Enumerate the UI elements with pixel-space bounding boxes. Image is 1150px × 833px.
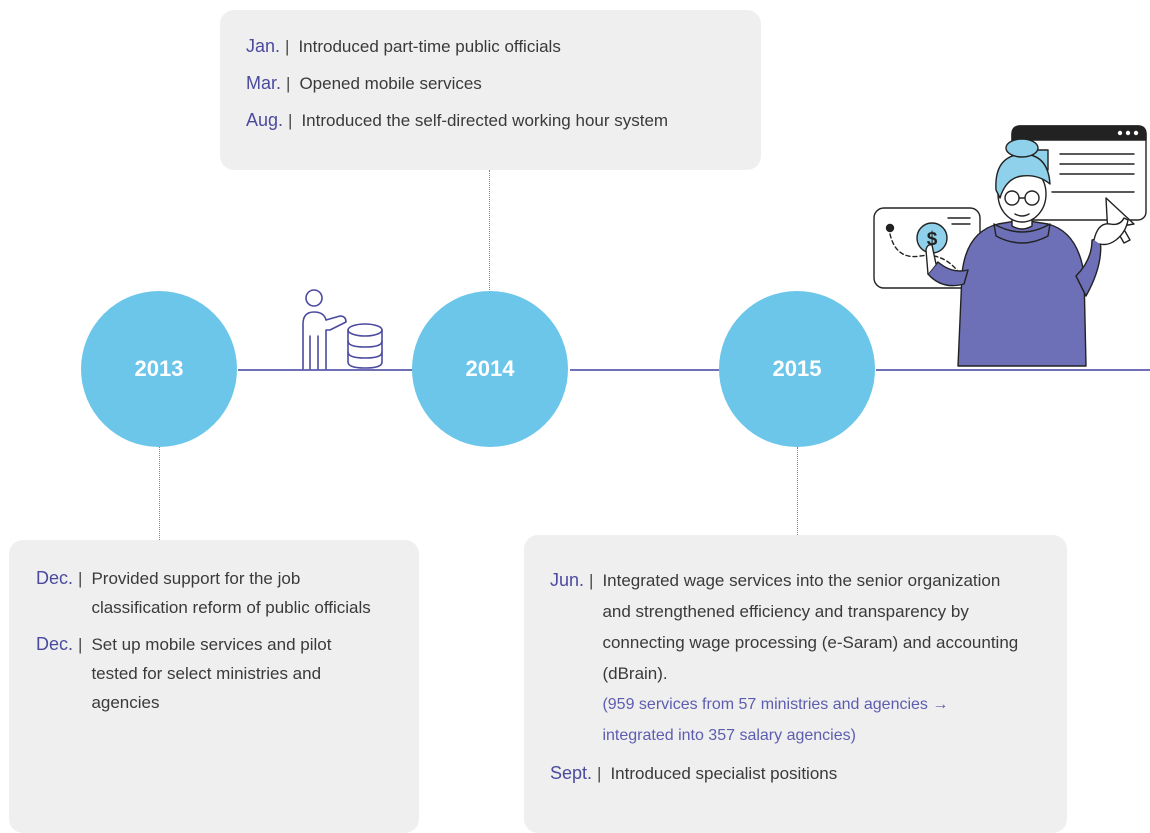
year-label: 2014	[465, 356, 515, 381]
woman-with-interface-screens-illustration: $	[873, 125, 1147, 367]
event-month: Dec.	[36, 634, 74, 654]
event-separator: |	[589, 571, 594, 590]
events-box-2015: Jun. | Integrated wage services into the…	[524, 535, 1067, 833]
year-label: 2013	[134, 356, 184, 381]
events-box-2013: Dec. | Provided support for the job clas…	[9, 540, 419, 833]
event-month: Dec.	[36, 568, 74, 588]
event-text: Introduced part-time public officials	[298, 37, 561, 56]
svg-text:$: $	[927, 229, 938, 250]
event-text: Set up mobile services and pilot tested …	[91, 635, 332, 712]
event-separator: |	[285, 37, 290, 56]
event-entry: Sept. | Introduced specialist positions	[550, 759, 1067, 788]
event-entry: Jun. | Integrated wage services into the…	[550, 565, 1067, 751]
event-month: Mar.	[246, 73, 282, 93]
year-circle-2013: 2013	[81, 291, 237, 447]
event-separator: |	[286, 74, 291, 93]
event-separator: |	[288, 111, 293, 130]
event-month: Sept.	[550, 763, 593, 783]
year-label: 2015	[772, 356, 822, 381]
event-month: Aug.	[246, 110, 284, 130]
event-entry: Jan. | Introduced part-time public offic…	[246, 32, 761, 61]
event-text: Introduced specialist positions	[610, 764, 838, 783]
connector-2015	[797, 447, 798, 535]
event-text: Provided support for the job classificat…	[91, 569, 371, 617]
event-month: Jan.	[246, 36, 281, 56]
event-separator: |	[597, 764, 602, 783]
events-box-2014: Jan. | Introduced part-time public offic…	[220, 10, 761, 170]
event-entry: Mar. | Opened mobile services	[246, 69, 761, 98]
event-text: Opened mobile services	[299, 74, 482, 93]
event-text: Integrated wage services into the senior…	[602, 571, 1019, 683]
event-separator: |	[78, 569, 83, 588]
event-entry: Dec. | Provided support for the job clas…	[36, 564, 419, 622]
event-body: Integrated wage services into the senior…	[602, 565, 1022, 751]
timeline-line-3	[876, 369, 1150, 371]
year-circle-2015: 2015	[719, 291, 875, 447]
person-with-database-icon	[302, 289, 383, 370]
connector-2013	[159, 447, 160, 540]
event-separator: |	[78, 635, 83, 654]
event-month: Jun.	[550, 570, 585, 590]
connector-2014	[489, 170, 490, 290]
timeline-line-2	[570, 369, 720, 371]
year-circle-2014: 2014	[412, 291, 568, 447]
event-note: (959 services from 57 ministries and age…	[602, 696, 949, 744]
event-text: Introduced the self-directed working hou…	[301, 111, 669, 130]
event-entry: Dec. | Set up mobile services and pilot …	[36, 630, 419, 717]
event-entry: Aug. | Introduced the self-directed work…	[246, 106, 761, 135]
